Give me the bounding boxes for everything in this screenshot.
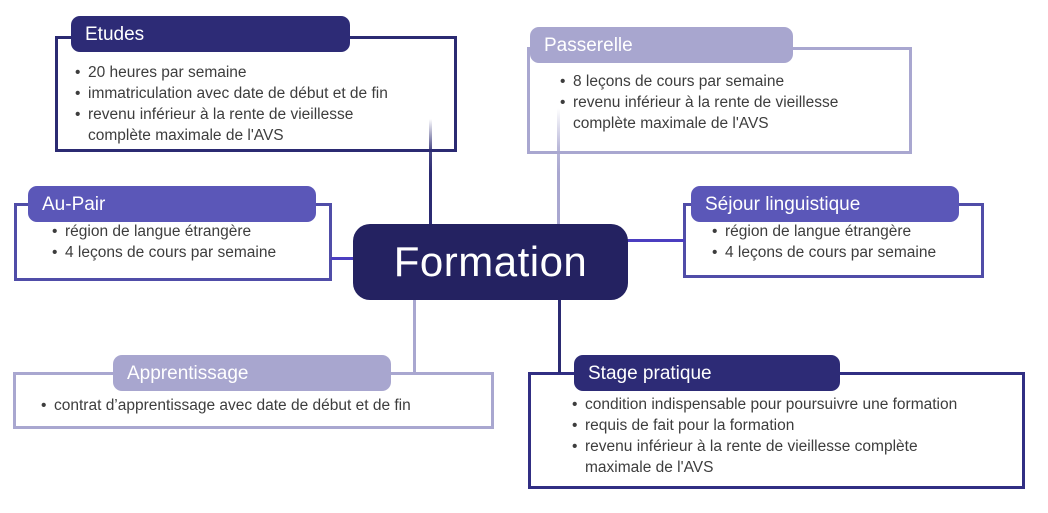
connector-stage-center (558, 300, 561, 373)
stage-bullets: condition indispensable pour poursuivre … (572, 394, 1017, 478)
bullet-item: région de langue étrangère (712, 221, 974, 242)
passerelle-header: Passerelle (530, 27, 793, 63)
bullet-item: requis de fait pour la formation (572, 415, 1017, 436)
stage-header: Stage pratique (574, 355, 840, 391)
etudes-bullets: 20 heures par semaine immatriculation av… (75, 62, 447, 146)
bullet-item: revenu inférieur à la rente de vieilless… (560, 92, 905, 134)
etudes-header: Etudes (71, 16, 350, 52)
sejour-header: Séjour linguistique (691, 186, 959, 222)
bullet-item: contrat d’apprentissage avec date de déb… (41, 395, 481, 416)
apprentissage-header: Apprentissage (113, 355, 391, 391)
bullet-item: condition indispensable pour poursuivre … (572, 394, 1017, 415)
sejour-bullets: région de langue étrangère 4 leçons de c… (712, 221, 974, 263)
apprentissage-bullets: contrat d’apprentissage avec date de déb… (41, 395, 481, 416)
bullet-item: 20 heures par semaine (75, 62, 447, 83)
au-pair-bullets: région de langue étrangère 4 leçons de c… (52, 221, 324, 263)
passerelle-bullets: 8 leçons de cours par semaine revenu inf… (560, 71, 905, 134)
bullet-item: revenu inférieur à la rente de vieilless… (572, 436, 1017, 478)
connector-passerelle-center (557, 63, 560, 225)
bullet-item: 4 leçons de cours par semaine (52, 242, 324, 263)
bullet-item: région de langue étrangère (52, 221, 324, 242)
connector-apprentissage-center (413, 300, 416, 373)
bullet-item: revenu inférieur à la rente de vieilless… (75, 104, 447, 146)
bullet-item: 4 leçons de cours par semaine (712, 242, 974, 263)
bullet-item: 8 leçons de cours par semaine (560, 71, 905, 92)
connector-sejour-center (626, 239, 685, 242)
bullet-item: immatriculation avec date de début et de… (75, 83, 447, 104)
au-pair-header: Au-Pair (28, 186, 316, 222)
center-node-formation: Formation (353, 224, 628, 300)
connector-au-pair-center (331, 257, 355, 260)
